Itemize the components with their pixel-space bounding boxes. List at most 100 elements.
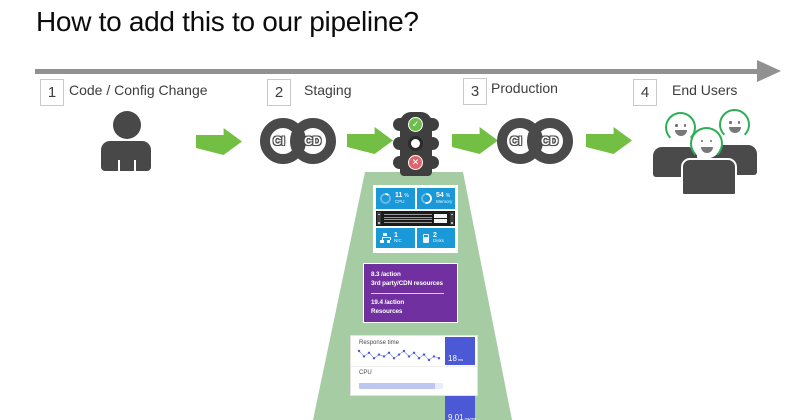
traffic-light-fin [430,137,439,150]
cpu-progress-fill [359,383,435,389]
nic-tile-label: NIC [394,238,402,244]
smiley-eye [737,121,740,124]
stage-2-label: Staging [304,82,352,98]
smiley-eye [683,124,686,127]
flow-arrow-icon [586,127,632,154]
disk-icon [423,233,429,243]
user-body [681,158,737,196]
response-time-value: 18 [448,354,457,363]
performance-charts-card: Response time 18 ms CPU 9.01 ms/req [350,335,478,420]
rack-drive-bays [434,214,447,223]
host-metrics-card: 11 % CPU 54 % Memory 1 NIC [373,185,458,253]
nic-count-value: 1 [394,231,398,239]
ci-label: CI [510,134,522,148]
slide-title: How to add this to our pipeline? [36,6,419,37]
disks-count-value: 2 [433,231,437,239]
rack-post [377,212,381,225]
cpu-row: CPU 9.01 ms/req [351,366,477,420]
ci-label: CI [273,134,285,148]
response-time-unit: ms [457,358,463,362]
cicd-staging-icon: CI CD [260,118,336,164]
stage-3-label: Production [491,80,558,96]
pipeline-axis-arrowhead-icon [757,60,781,82]
developer-person-icon [101,110,151,171]
cpu-percent-value: 11 [395,192,403,200]
cpu-unit: ms/req [464,417,477,420]
traffic-light-body: ✓ ✕ [400,112,432,176]
smiley-face-icon [719,109,750,140]
person-head [113,111,141,139]
traffic-light-fin [430,156,439,169]
rack-post [450,212,454,225]
cpu-value-badge: 9.01 ms/req [445,396,477,420]
traffic-light-fin [393,118,402,131]
third-party-actions-value: 8.3 /action [371,271,401,278]
actions-resources-card: 8.3 /action 3rd party/CDN resources 19.4… [363,263,458,323]
pipeline-axis-line [35,69,759,74]
cpu-tile-label: CPU [395,198,405,204]
memory-percent-unit: % [445,193,451,200]
cpu-progress-bar [359,383,443,389]
cd-label: CD [541,134,559,148]
network-hierarchy-icon [380,233,391,243]
cicd-production-icon: CI CD [497,118,573,164]
resources-actions-label: Resources [371,308,403,316]
person-leg-line [134,160,136,171]
stage-3-number: 3 [463,78,487,105]
smiley-mouth [728,127,741,133]
cpu-gauge-tile: 11 % CPU [376,188,415,209]
pass-light-icon: ✓ [408,117,423,132]
response-time-row: Response time 18 ms [351,336,477,367]
traffic-light-icon: ✓ ✕ [392,108,440,178]
memory-percent-value: 54 [436,192,444,200]
stage-1-number: 1 [40,79,64,106]
memory-gauge-tile: 54 % Memory [417,188,455,209]
server-rack-icon [376,211,455,226]
neutral-light-icon [408,136,423,151]
traffic-light-fin [430,118,439,131]
cpu-percent-unit: % [404,193,409,200]
response-time-value-badge: 18 ms [445,337,475,365]
memory-gauge-icon [421,193,432,204]
smiley-eye [700,139,704,143]
smiley-green-arc [690,127,723,160]
response-time-label: Response time [359,340,400,346]
cd-label: CD [304,134,322,148]
smiley-green-arc [665,112,696,143]
smiley-face-icon [690,127,723,160]
traffic-light-fin [393,156,402,169]
smiley-green-arc [719,109,750,140]
traffic-light-fin [393,137,402,150]
card-divider [371,292,444,294]
nic-count-tile: 1 NIC [376,228,415,248]
smiley-eye [729,121,732,124]
person-leg-line [118,160,120,171]
cpu-gauge-icon [380,193,391,204]
cpu-value: 9.01 [448,413,464,420]
fail-light-icon: ✕ [408,155,423,170]
flow-arrow-icon [196,128,242,155]
stage-2-number: 2 [267,79,291,106]
flow-arrow-icon [452,127,498,154]
cd-ring [527,118,573,164]
third-party-actions-label: 3rd party/CDN resources [371,280,443,288]
smiley-face-icon [665,112,696,143]
memory-tile-label: Memory [436,198,453,204]
cd-ring [290,118,336,164]
stage-1-label: Code / Config Change [69,82,208,98]
disks-tile-label: Disks [433,238,444,244]
person-body [101,141,151,171]
cpu-chart-label: CPU [359,370,372,376]
resources-actions-value: 19.4 /action [371,298,405,306]
rack-slats [382,213,434,224]
smiley-mouth [674,130,687,136]
smiley-mouth [700,146,713,153]
stage-4-number: 4 [633,79,657,106]
stage-4-label: End Users [672,82,738,98]
flow-arrow-icon [347,127,393,154]
response-time-sparkline-chart [357,349,441,362]
smiley-eye [709,139,713,143]
disks-count-tile: 2 Disks [417,228,455,248]
end-users-icon [650,108,775,196]
